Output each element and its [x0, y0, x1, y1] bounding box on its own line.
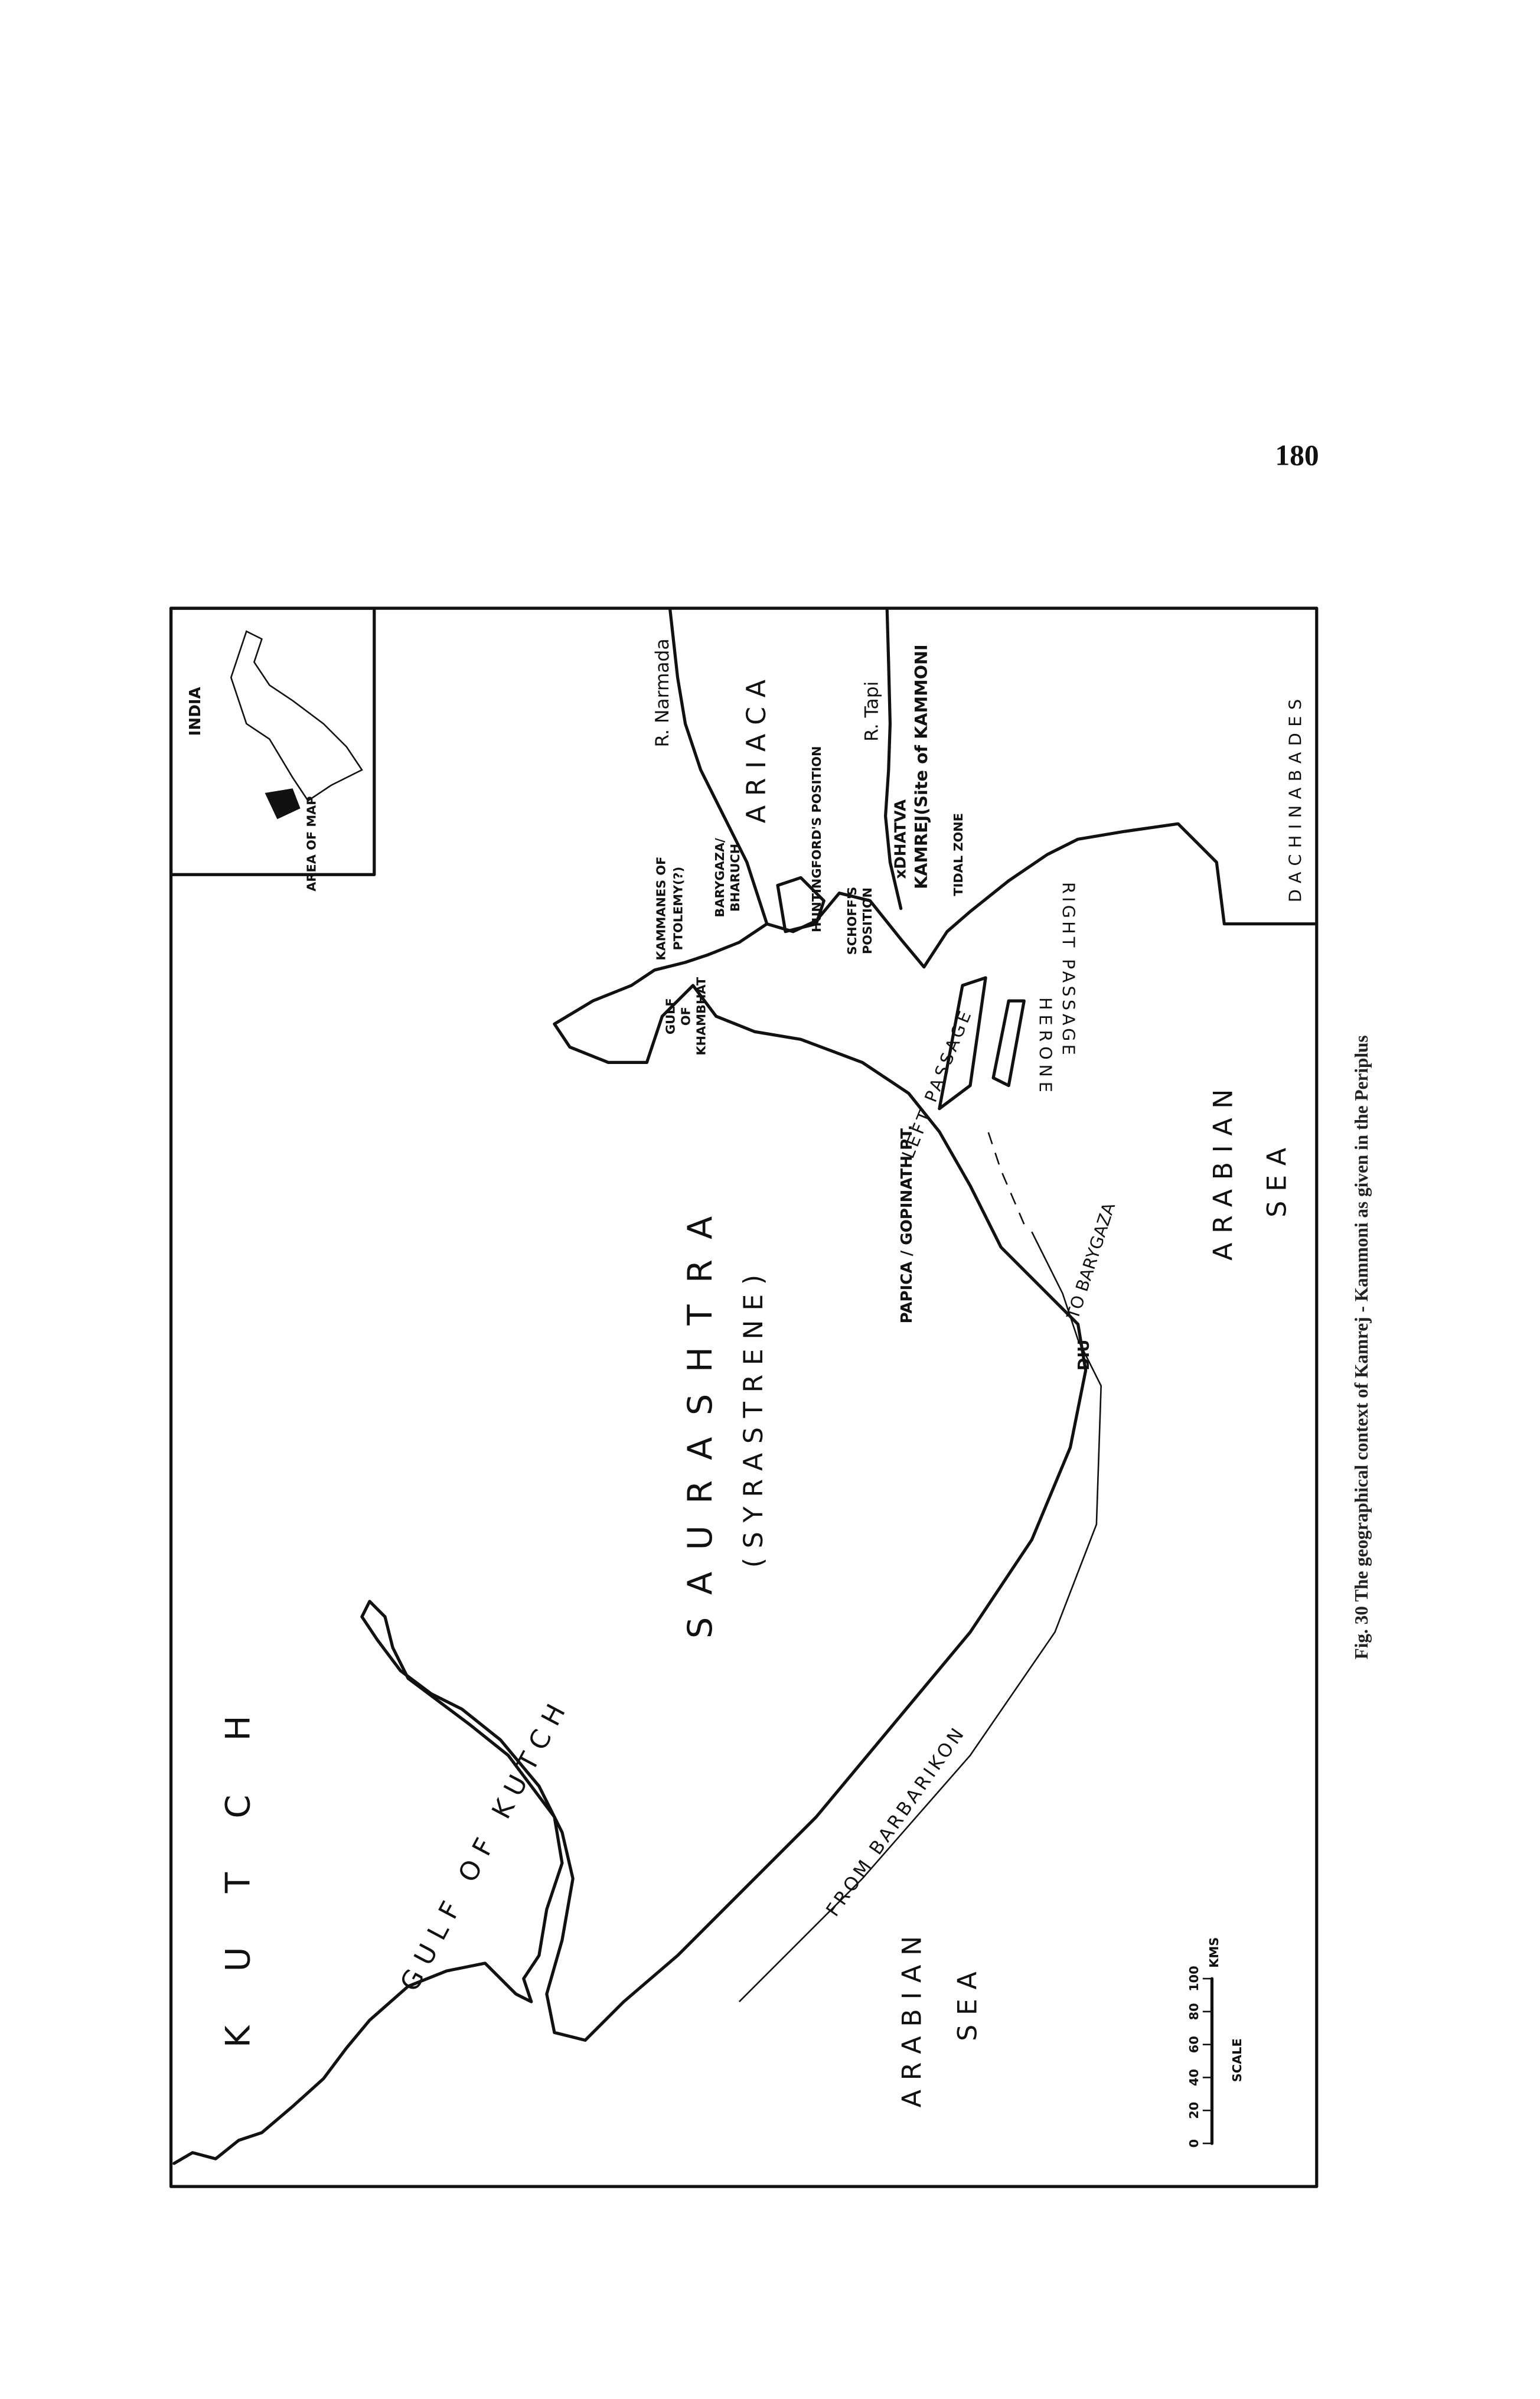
narmada-river — [668, 606, 769, 926]
inset-area-label: AREA OF MAP — [305, 796, 319, 891]
label-tidal-zone: TIDAL ZONE — [951, 813, 965, 896]
label-bharuch: BHARUCH — [728, 844, 742, 912]
label-schoff: SCHOFF'S — [845, 887, 859, 955]
label-from-barbarikon: FROM BARBARIKON — [822, 1722, 970, 1921]
label-kutch: K U T C H — [218, 1694, 258, 2048]
label-sea-left: SEA — [952, 1962, 983, 2041]
island-near-bharuch — [776, 876, 826, 934]
inset-map: INDIA AREA OF MAP — [169, 606, 376, 892]
east-coastline — [707, 822, 1319, 969]
label-herone: HERONE — [1035, 997, 1055, 1097]
label-dhatva: xDHATVA — [892, 799, 909, 879]
label-huntingford: HUNTINGFORD'S POSITION — [810, 746, 824, 932]
herone-shoal-2 — [991, 999, 1026, 1088]
scale-bar: 0 20 40 60 80 100 KMS SCALE — [1187, 1937, 1244, 2148]
scale-tick-label: 80 — [1187, 2003, 1201, 2020]
scale-title: SCALE — [1230, 2038, 1244, 2082]
label-right-passage: RIGHT PASSAGE — [1058, 882, 1078, 1058]
figure-caption: Fig. 30 The geographical context of Kamr… — [1351, 1035, 1372, 1659]
map-frame — [169, 606, 1319, 2188]
scale-tick-label: 0 — [1187, 2139, 1201, 2148]
label-saurashtra: SAURASHTRA — [680, 1194, 720, 1638]
label-left-passage: LEFT PASSAGE — [898, 1006, 976, 1161]
label-dachinabades: DACHINABADES — [1285, 693, 1306, 903]
scale-tick-label: 60 — [1187, 2036, 1201, 2053]
label-diu: DIU — [1075, 1340, 1093, 1371]
area-of-map-marker — [265, 788, 301, 820]
kutch-coastline — [172, 1600, 564, 2165]
route-from-barbarikon — [738, 1231, 1102, 2003]
label-tapi: R. Tapi — [862, 681, 883, 742]
page-number: 180 — [1275, 439, 1319, 472]
map-labels: K U T C H GULF OF KUTCH ARABIAN SEA SAUR… — [218, 638, 1306, 2107]
label-papica: PAPICA / GOPINATH PT. — [898, 1125, 916, 1323]
label-to-barygaza: TO BARYGAZA — [1062, 1200, 1119, 1322]
label-syrastrene: (SYRASTRENE) — [739, 1265, 769, 1568]
herone-shoal — [938, 976, 987, 1111]
tapi-river — [883, 606, 903, 910]
label-kamrej: KAMREJ(Site of KAMMONI — [911, 644, 931, 889]
scale-unit: KMS — [1207, 1937, 1221, 1968]
label-khambhat: KHAMBHAT — [694, 977, 708, 1055]
scale-tick-label: 20 — [1187, 2102, 1201, 2119]
india-outline — [230, 630, 363, 802]
label-sea-right: SEA — [1262, 1138, 1293, 1217]
label-arabian-sea-left: ARABIAN — [898, 1927, 928, 2107]
label-ariaca: ARIACA — [742, 670, 772, 823]
label-ptolemy: PTOLEMY(?) — [671, 867, 685, 951]
label-gulf: GULF — [663, 998, 677, 1034]
label-narmada: R. Narmada — [652, 638, 673, 747]
label-barygaza: BARYGAZA/ — [713, 838, 727, 918]
scale-tick-label: 100 — [1187, 1966, 1201, 1992]
inset-title: INDIA — [187, 686, 204, 736]
label-kammanes: KAMMANES OF — [654, 857, 668, 961]
label-of: OF — [678, 1007, 693, 1026]
label-schoff-position: POSITION — [860, 887, 875, 954]
scale-tick-label: 40 — [1187, 2069, 1201, 2086]
route-to-barygaza-dashed — [984, 1124, 1025, 1225]
label-arabian-sea-right: ARABIAN — [1208, 1080, 1238, 1261]
